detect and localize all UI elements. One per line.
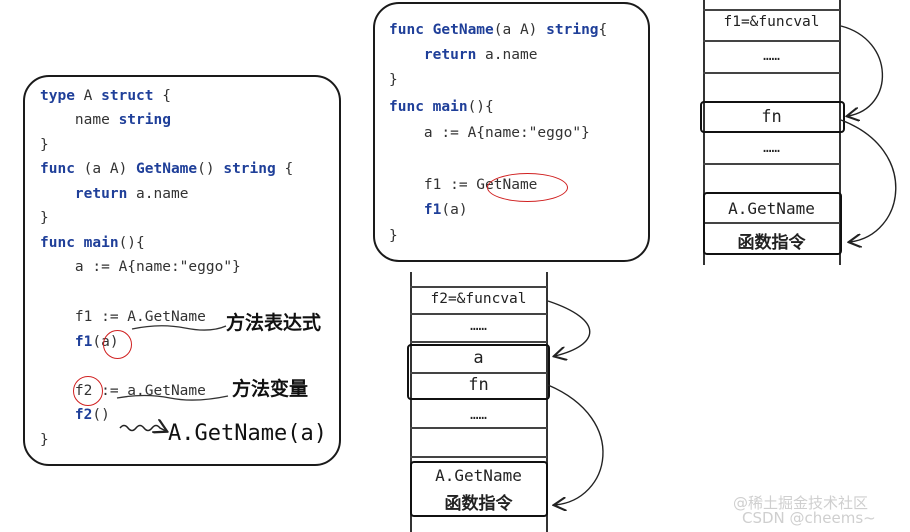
bottom-stack-cell-instructions: 函数指令 [444,494,513,514]
left-code-line-6: } [40,210,49,226]
bottom-stack-divider [410,286,547,288]
note-method-value: 方法变量 [232,378,309,400]
top-stack-fn-box [700,101,845,133]
watermark-line-1: @稀土掘金技术社区 [733,494,869,512]
bottom-stack-divider [410,427,547,429]
top-stack-cell-ellipsis-2: …… [763,140,780,156]
left-code-line-12: f2() [74,407,110,423]
bottom-stack-cell-funcval: f2=&funcval [430,291,527,307]
note-arrow-target: A.GetName(a) [168,421,327,446]
bottom-stack-cell-a: a [473,348,484,368]
top-stack-cell-instructions: 函数指令 [737,233,806,253]
circle-f2 [73,376,103,406]
middle-code-line-2: return a.name [423,47,538,63]
left-code-line-8: a := A{name:"eggo"} [40,259,241,275]
watermark-line-2: CSDN @cheems~ [742,509,876,527]
top-stack-cell-agetname: A.GetName [728,199,815,218]
note-method-expression: 方法表达式 [226,312,322,334]
method-value-underline [116,394,229,401]
bottom-stack-func-box [410,461,548,517]
bottom-stack-divider [410,456,547,458]
top-stack-divider [703,222,840,224]
left-code-line-4: func (a A) GetName() string { [40,161,294,177]
middle-code-line-9: } [389,228,398,244]
left-code-line-2: name string [40,112,171,128]
bottom-stack-divider [410,372,547,374]
middle-code-line-5: a := A{name:"eggo"} [389,125,590,141]
left-code-line-5: return a.name [74,186,189,202]
middle-code-line-3: } [389,72,398,88]
top-stack-divider [703,163,840,165]
middle-code-line-4: func main(){ [389,99,494,115]
top-stack-cell-ellipsis: …… [763,48,780,64]
left-code-line-3: } [40,137,49,153]
top-stack-cell-fn: fn [761,107,782,127]
bottom-stack-a-fn-box [407,344,550,400]
bottom-stack-divider [410,341,547,343]
circle-getname [487,173,568,202]
left-code-line-7: func main(){ [40,235,145,251]
left-code-line-9: f1 := A.GetName [40,309,206,325]
method-expression-underline [131,325,227,331]
middle-code-line-1: func GetName(a A) string{ [389,22,608,38]
bottom-stack-arrow-1 [547,300,591,356]
bottom-stack-cell-ellipsis-2: …… [470,407,487,423]
bottom-stack-left-rail [410,272,412,532]
bottom-stack-cell-fn: fn [468,375,489,395]
bottom-stack-cell-ellipsis: …… [470,318,487,334]
top-stack-divider [703,40,840,42]
middle-code-panel [373,2,650,262]
left-code-line-13: } [40,432,49,448]
bottom-stack-arrow-2 [547,384,604,505]
bottom-stack-divider [410,313,547,315]
top-stack-cell-funcval: f1=&funcval [723,14,820,30]
middle-code-line-8: f1(a) [423,202,468,218]
left-code-line-1: type A struct { [40,88,171,104]
top-stack-arrow-2 [840,119,897,242]
top-stack-divider [703,9,840,11]
bottom-stack-right-rail [546,272,548,532]
wavy-arrow [119,426,166,432]
circle-a-argument [103,330,132,359]
top-stack-divider [703,72,840,74]
bottom-stack-cell-agetname: A.GetName [435,466,522,485]
top-stack-func-box [703,192,842,255]
top-stack-arrow-1 [840,25,884,116]
